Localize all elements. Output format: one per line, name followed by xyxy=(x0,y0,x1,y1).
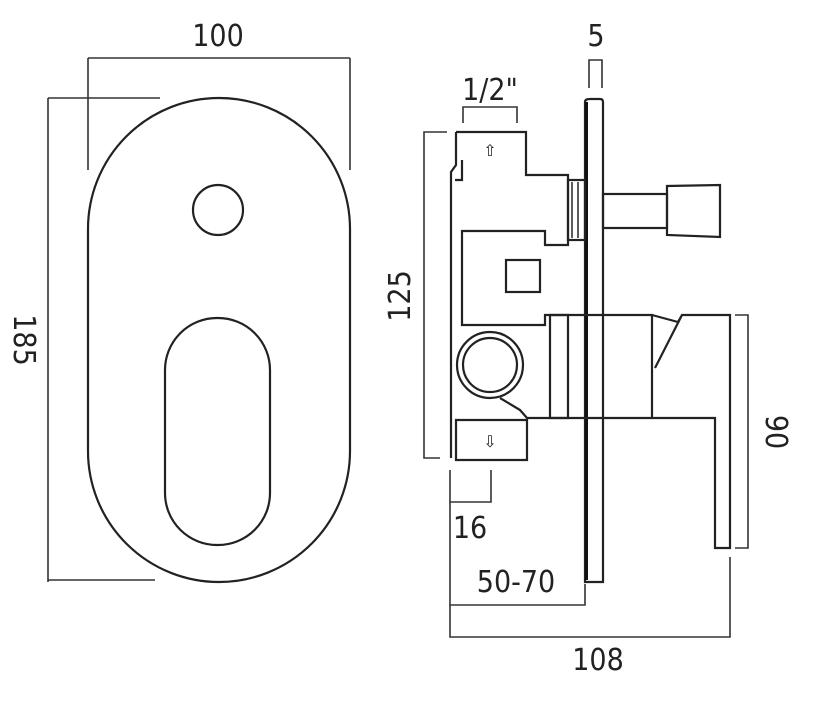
side-view: ⇧ ⇩ 5 1/2" 125 90 16 50-70 108 xyxy=(383,19,793,678)
plate-thickness-dimension xyxy=(588,59,603,88)
diverter-stem xyxy=(601,192,669,230)
wall-depth-dimension xyxy=(449,502,586,606)
height-dimension-line xyxy=(47,97,160,582)
total-depth-label: 108 xyxy=(572,643,624,678)
total-depth-dimension xyxy=(449,557,731,638)
lever-handle xyxy=(651,313,732,550)
handle-height-dimension xyxy=(735,314,749,549)
flow-up-arrow-icon: ⇧ xyxy=(483,141,496,160)
flow-down-arrow-icon: ⇩ xyxy=(483,432,496,451)
handle-base xyxy=(548,313,654,420)
handle-height-label: 90 xyxy=(758,415,793,449)
valve-body xyxy=(449,130,570,458)
lever-slot xyxy=(163,316,272,547)
body-height-dimension xyxy=(423,131,447,459)
width-label: 100 xyxy=(192,19,244,54)
cartridge-square xyxy=(504,258,542,294)
inlet-dimension xyxy=(462,106,518,123)
port-ring-outer xyxy=(455,330,525,400)
connector xyxy=(566,178,587,242)
port-ring-inner xyxy=(461,336,519,394)
plate-thickness-label: 5 xyxy=(587,19,604,54)
outlet-body xyxy=(454,418,529,462)
escutcheon-outline xyxy=(86,96,352,584)
height-label: 185 xyxy=(6,314,41,366)
wall-depth-label: 50-70 xyxy=(477,565,555,600)
cover-plate xyxy=(583,97,605,584)
outlet-offset-label: 16 xyxy=(453,511,487,546)
outlet-offset-dimension xyxy=(449,470,492,503)
inlet-label: 1/2" xyxy=(462,73,518,108)
diverter-button xyxy=(191,183,245,237)
diverter-knob xyxy=(665,183,722,239)
body-height-label: 125 xyxy=(383,270,418,322)
width-dimension-line xyxy=(87,57,351,170)
front-view: 100 185 xyxy=(6,19,352,584)
